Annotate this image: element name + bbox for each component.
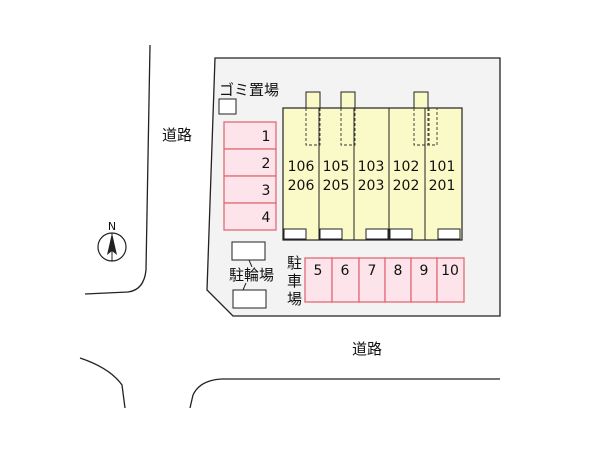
parking-space-6-number: 6 — [341, 263, 350, 279]
unit-106-label: 106 — [288, 159, 315, 175]
unit-103-label: 103 — [358, 159, 385, 175]
road-edge-left — [84, 44, 151, 295]
parking-space-10 — [436, 257, 465, 303]
north-arrow-icon — [97, 232, 127, 262]
unit-203-label: 203 — [358, 178, 385, 194]
parking-space-3 — [223, 175, 277, 204]
parking-space-1-number: 1 — [262, 129, 271, 145]
road-edge-lower-left — [79, 357, 126, 409]
parking-space-9-number: 9 — [420, 263, 429, 279]
parking-space-2 — [223, 148, 277, 177]
bicycle-parking-label: 駐輪場 — [229, 266, 274, 284]
parking-space-5 — [304, 257, 333, 303]
parking-bottom — [304, 257, 465, 303]
road-label-left: 道路 — [162, 126, 192, 144]
parking-space-10-number: 10 — [441, 263, 459, 279]
parking-space-4-number: 4 — [262, 210, 271, 226]
parking-label-char-1: 駐 — [287, 254, 302, 272]
unit-105-label: 105 — [323, 159, 350, 175]
parking-space-3-number: 3 — [262, 183, 271, 199]
parking-space-5-number: 5 — [314, 263, 323, 279]
bicycle-box-bottom — [232, 289, 267, 309]
unit-202-label: 202 — [393, 178, 420, 194]
bicycle-leader-top — [248, 259, 253, 268]
unit-201-label: 201 — [429, 178, 456, 194]
road-edge-lower-right — [189, 378, 500, 409]
unit-102-label: 102 — [393, 159, 420, 175]
garbage-area-label: ゴミ置場 — [219, 81, 279, 99]
unit-206-label: 206 — [288, 178, 315, 194]
parking-label-char-3: 場 — [287, 290, 302, 308]
parking-left — [223, 121, 277, 231]
bicycle-box-top — [231, 241, 266, 261]
north-label: N — [108, 220, 116, 233]
apartment-building — [282, 91, 463, 241]
bicycle-leader-bottom — [242, 282, 247, 291]
parking-label-char-2: 車 — [287, 272, 302, 290]
parking-space-7-number: 7 — [368, 263, 377, 279]
parking-space-6 — [331, 257, 360, 303]
unit-101-label: 101 — [429, 159, 456, 175]
parking-space-2-number: 2 — [262, 156, 271, 172]
parking-space-8-number: 8 — [394, 263, 403, 279]
garbage-area-box — [218, 98, 237, 115]
road-label-bottom: 道路 — [352, 340, 382, 358]
parking-space-4 — [223, 202, 277, 231]
parking-space-1 — [223, 121, 277, 150]
unit-205-label: 205 — [323, 178, 350, 194]
parking-space-9 — [410, 257, 438, 303]
